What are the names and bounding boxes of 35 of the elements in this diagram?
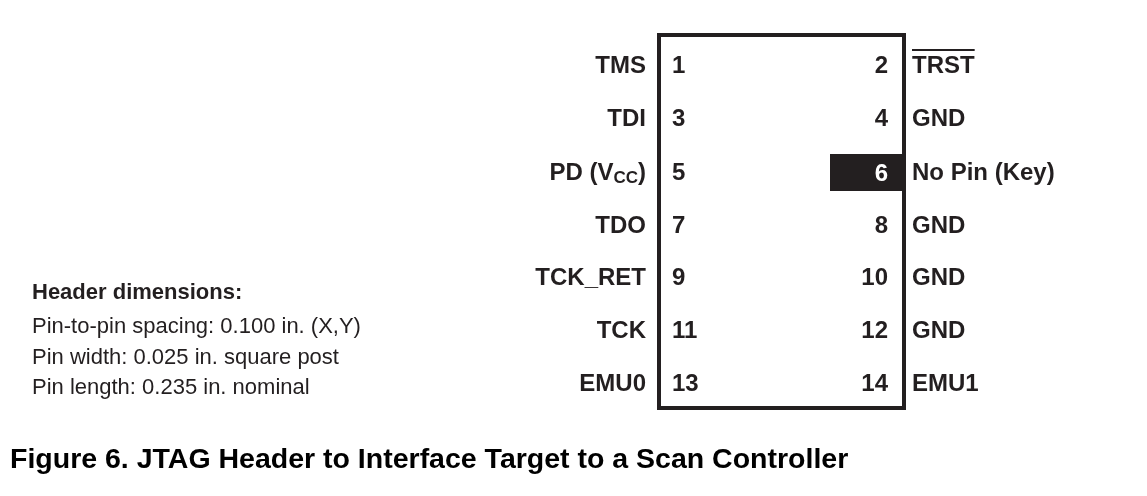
signal-name: EMU0 [579,369,646,397]
pin-number: 10 [861,263,888,291]
pin-number: 5 [672,158,686,186]
signal-name: EMU1 [912,369,979,397]
signal-name: TCK [596,316,646,344]
pin-number: 3 [672,104,686,132]
signal-name: GND [912,211,966,239]
pin-number: 8 [874,211,888,239]
signal-name: TDI [607,104,646,132]
pin-number: 12 [861,316,888,344]
signal-name: PD (V$_{CC}$) [549,158,646,186]
signal-name: GND [912,316,966,344]
dimension-note: Pin-to-pin spacing: 0.100 in. (X,Y) [32,313,361,339]
pin-number: 1 [672,51,686,79]
notes-heading: Header dimensions: [32,279,243,305]
figure-caption: Figure 6. JTAG Header to Interface Target to a Scan Controller [10,441,849,475]
signal-name: No Pin (Key) [912,158,1055,186]
signal-name: GND [912,104,966,132]
signal-name: TMS [595,51,646,79]
signal-name: TDO [595,211,646,239]
pin-number: 14 [861,369,888,397]
signal-name: TCK_RET [535,263,646,291]
pin-number: 9 [672,263,686,291]
header-outline [657,33,906,410]
signal-name: GND [912,263,966,291]
dimension-note: Pin length: 0.235 in. nominal [32,374,310,400]
signal-name: TRST [912,51,975,79]
pin-number: 7 [672,211,686,239]
pin-number: 6 [874,158,888,187]
key-block [830,154,902,191]
pin-number: 2 [874,51,888,79]
pin-number: 13 [672,369,699,397]
pin-number: 4 [874,104,888,132]
dimension-note: Pin width: 0.025 in. square post [32,344,339,370]
pin-number: 11 [672,316,698,344]
